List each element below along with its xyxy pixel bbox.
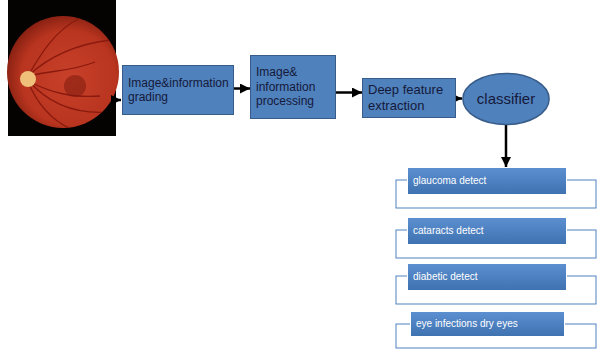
output-box: diabetic detect [407,263,567,291]
node-label: Image& information processing [256,65,330,108]
node-label: diabetic detect [413,271,561,283]
flow-arrow [336,91,362,94]
flow-arrow [505,125,508,167]
optic-disc [20,71,36,87]
flow-arrow [234,87,250,90]
output-box: glaucoma detect [407,167,567,195]
blood-vessels [28,18,110,132]
classifier-ellipse: classifier [462,73,550,125]
output-box: eye infections dry eyes [410,311,565,337]
retina [7,16,119,128]
node-label: eye infections dry eyes [416,318,559,330]
process-box: Image&information grading [122,65,234,115]
node-label: Image&information grading [128,76,228,105]
output-box: cataracts detect [407,217,567,245]
node-label: Deep feature extraction [368,82,450,113]
process-box: Deep feature extraction [362,78,456,118]
node-label: glaucoma detect [413,175,561,187]
ellipse-shape [463,74,549,125]
flow-arrow [456,97,462,100]
node-label: classifier [477,90,535,108]
fundus-image [7,0,119,136]
process-box: Image& information processing [250,55,336,119]
macula [64,75,86,97]
node-label: cataracts detect [413,225,561,237]
input-arrow [116,99,121,102]
list-brackets [396,180,596,348]
